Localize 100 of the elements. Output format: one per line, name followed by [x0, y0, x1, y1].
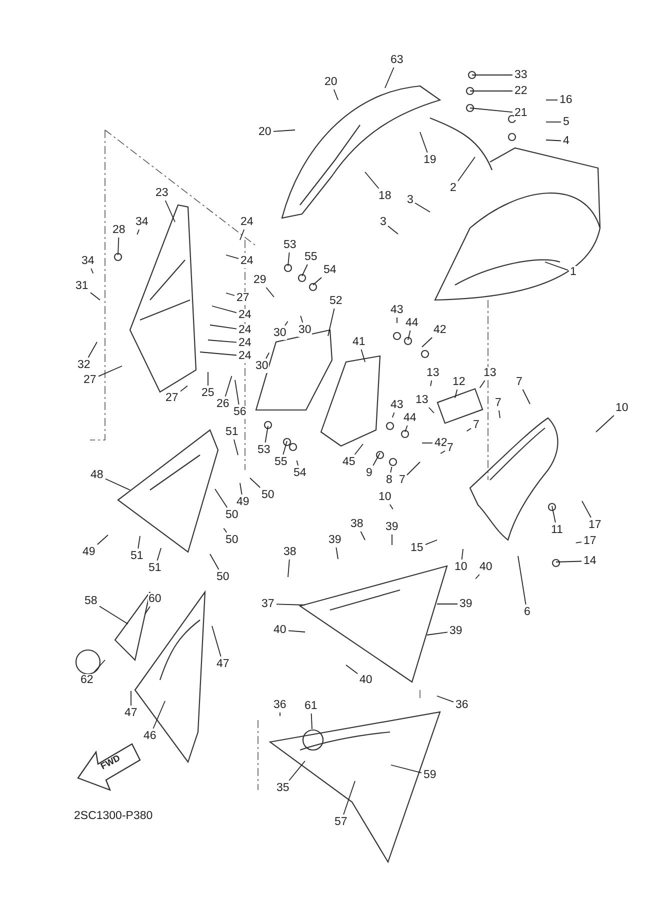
- leader-line: [390, 764, 422, 774]
- leader-line: [408, 330, 411, 340]
- callout-number: 24: [238, 336, 252, 350]
- leader-line: [156, 548, 162, 561]
- leader-line: [406, 462, 420, 476]
- leader-line: [266, 287, 274, 298]
- leader-line: [288, 252, 290, 266]
- leader-line: [264, 426, 268, 443]
- callout-number: 3: [406, 194, 414, 206]
- leader-line: [212, 626, 222, 657]
- callout-number: 31: [74, 280, 90, 292]
- leader-line: [498, 410, 500, 418]
- callout-number: 29: [252, 274, 268, 286]
- leader-line: [518, 556, 526, 605]
- callout-number: 30: [254, 360, 270, 372]
- callout-number: 9: [365, 466, 374, 480]
- leader-line: [461, 548, 464, 560]
- leader-line: [276, 604, 306, 606]
- callout-number: 36: [272, 698, 288, 712]
- leader-line: [98, 366, 122, 377]
- leader-line: [384, 67, 394, 88]
- callout-number: 51: [148, 562, 162, 574]
- callout-number: 39: [448, 624, 464, 638]
- leader-line: [392, 412, 395, 418]
- leader-line: [90, 292, 100, 300]
- callout-number: 61: [304, 700, 318, 712]
- callout-number: 49: [236, 496, 250, 508]
- leader-line: [214, 488, 228, 508]
- direction-label: FWD: [98, 752, 122, 772]
- callout-number: 55: [304, 250, 318, 264]
- callout-number: 39: [384, 520, 400, 534]
- callout-number: 13: [426, 366, 440, 380]
- callout-number: 28: [112, 224, 126, 236]
- leader-line: [312, 277, 322, 286]
- leader-line: [522, 389, 530, 404]
- leader-line: [288, 630, 306, 632]
- callout-number: 18: [378, 190, 392, 202]
- callout-number: 37: [260, 598, 276, 610]
- leader-line: [200, 352, 237, 356]
- leader-line: [240, 482, 242, 495]
- callout-number: 24: [238, 308, 252, 322]
- callout-number: 43: [390, 398, 404, 412]
- leader-line: [466, 428, 472, 432]
- callout-number: 50: [224, 508, 240, 522]
- leader-line: [212, 306, 237, 314]
- callout-number: 38: [350, 518, 364, 530]
- leader-line: [88, 342, 98, 358]
- leader-line: [582, 500, 592, 518]
- callout-number: 40: [272, 624, 288, 636]
- leader-line: [234, 439, 238, 456]
- leader-line: [118, 237, 120, 256]
- callout-number: 8: [385, 474, 394, 486]
- callout-number: 57: [334, 816, 348, 828]
- callout-number: 16: [558, 94, 574, 106]
- leader-line: [426, 632, 448, 636]
- callout-number: 54: [292, 466, 308, 480]
- callout-number: 34: [134, 216, 150, 228]
- callout-number: 50: [216, 570, 230, 584]
- callout-number: 51: [130, 550, 144, 562]
- callout-number: 40: [478, 560, 494, 574]
- callout-number: 62: [80, 674, 94, 686]
- callout-number: 3: [379, 216, 388, 228]
- leader-line: [596, 415, 614, 432]
- leader-line: [360, 531, 366, 540]
- callout-number: 46: [142, 730, 158, 742]
- leader-line: [343, 780, 356, 815]
- callout-number: 32: [76, 358, 92, 372]
- callout-number: 21: [514, 106, 528, 120]
- callout-number: 6: [523, 606, 532, 618]
- leader-line: [282, 440, 288, 455]
- callout-number: 20: [258, 126, 272, 138]
- leader-line: [208, 340, 237, 343]
- callout-number: 20: [324, 76, 338, 88]
- leader-line: [458, 156, 476, 182]
- callout-number: 54: [322, 264, 338, 276]
- leader-line: [266, 352, 270, 359]
- callout-number: 39: [458, 598, 474, 610]
- leader-line: [575, 542, 582, 544]
- leader-line: [364, 172, 380, 189]
- callout-number: 49: [82, 546, 96, 558]
- leader-line: [389, 504, 394, 510]
- leader-line: [226, 292, 235, 296]
- callout-number: 60: [148, 592, 162, 606]
- leader-line: [354, 444, 364, 455]
- callout-number: 5: [562, 116, 570, 128]
- leader-line: [436, 696, 454, 702]
- leader-line: [556, 560, 582, 562]
- callout-number: 56: [232, 406, 248, 418]
- leader-line: [479, 380, 486, 388]
- leader-line: [420, 132, 428, 153]
- leader-line: [250, 478, 260, 488]
- leader-line: [302, 264, 308, 276]
- leader-line: [470, 90, 513, 92]
- leader-line: [105, 478, 130, 490]
- leader-line: [144, 606, 150, 614]
- leader-line: [99, 606, 128, 624]
- callout-number: 45: [342, 456, 356, 468]
- leader-line: [210, 554, 220, 570]
- leader-line: [284, 320, 288, 326]
- leader-line: [296, 460, 298, 466]
